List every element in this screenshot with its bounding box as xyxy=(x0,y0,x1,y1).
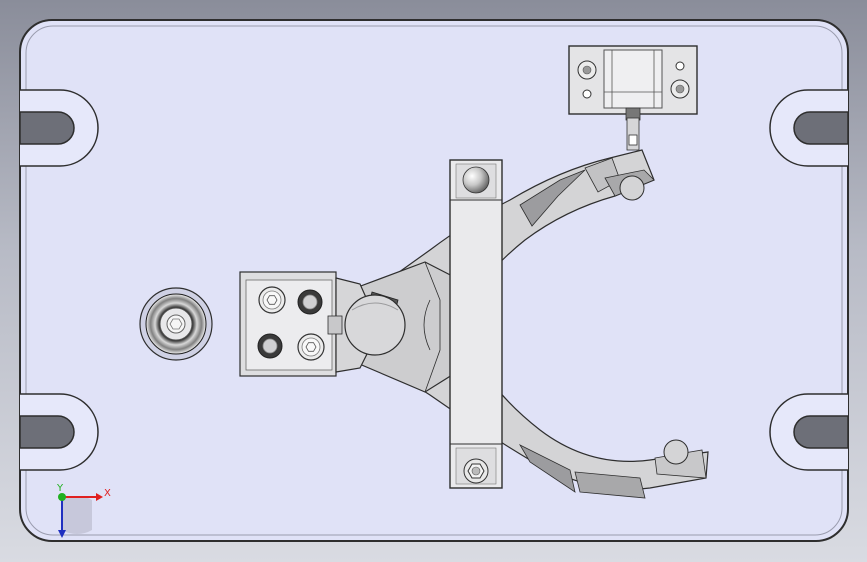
socket-screw-bottom-right xyxy=(297,333,325,361)
y-axis-dot xyxy=(58,493,66,501)
x-axis-label: X xyxy=(104,488,111,499)
fork-tip-upper xyxy=(619,175,645,201)
plate-inner-edge xyxy=(25,25,843,536)
slot-top-right xyxy=(769,89,849,167)
slot-top-left xyxy=(19,89,99,167)
y-axis-label: Y xyxy=(56,483,64,494)
socket-screw-top-left xyxy=(258,286,286,314)
hex-nut xyxy=(463,458,489,484)
detent-ball xyxy=(462,166,490,194)
slot-bottom-right xyxy=(769,393,849,471)
bracket-screw-left-top xyxy=(577,60,597,80)
bushing-top-right xyxy=(297,289,323,315)
slot-bottom-left xyxy=(19,393,99,471)
shift-rail[interactable] xyxy=(449,159,503,489)
round-bushing[interactable] xyxy=(139,287,213,361)
clamp-block[interactable] xyxy=(239,271,369,377)
ball-knob[interactable] xyxy=(344,291,406,356)
coordinate-triad: X Y xyxy=(56,483,111,538)
bracket-screw-right-bottom xyxy=(670,79,690,99)
bushing-bottom-left xyxy=(257,333,283,359)
bracket-hole-left-bottom xyxy=(582,89,592,99)
fork-tip-lower xyxy=(663,439,689,465)
top-bracket[interactable] xyxy=(568,45,698,151)
bracket-hole-right-top xyxy=(675,61,685,71)
